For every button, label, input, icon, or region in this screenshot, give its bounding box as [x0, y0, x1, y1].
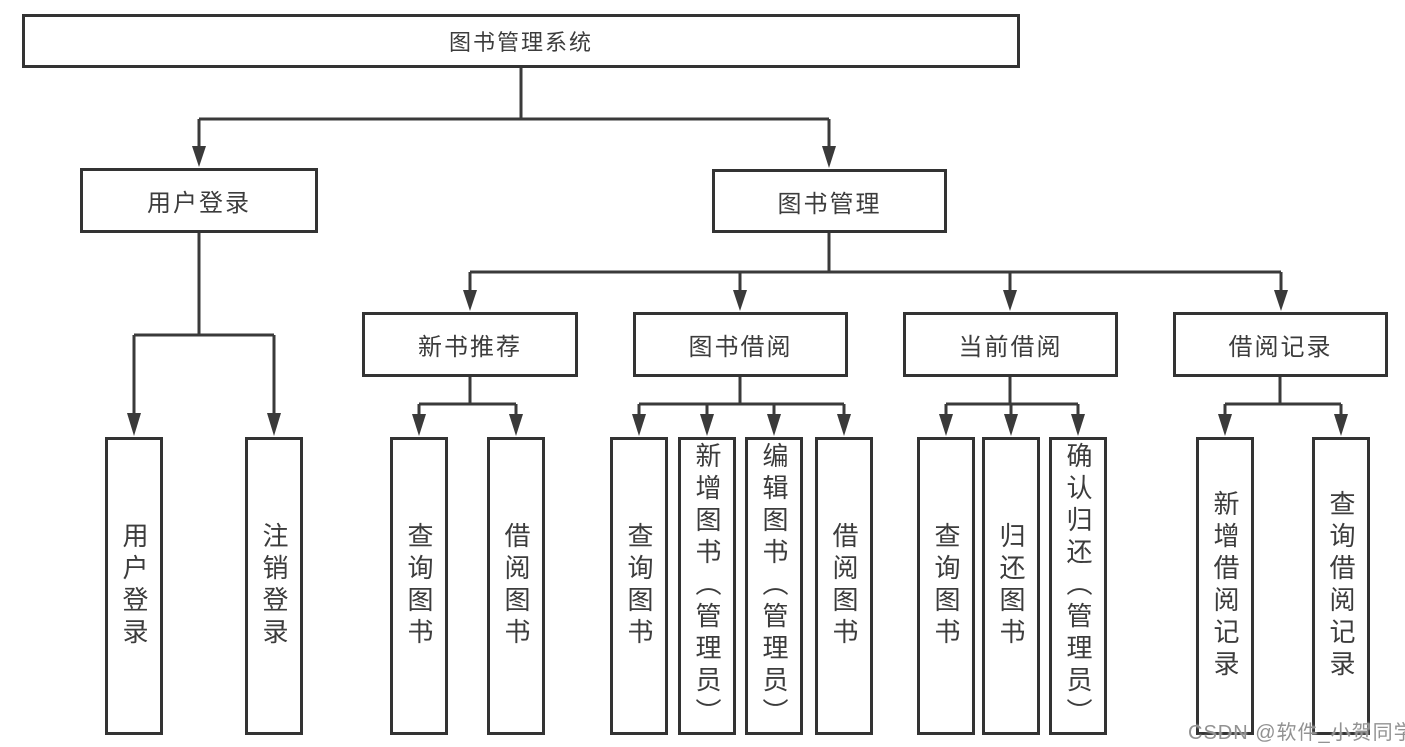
node-label: 图书借阅 — [688, 334, 793, 361]
node-label: 当前借阅 — [958, 334, 1063, 361]
node-new-book-recommendation: 新书推荐 — [362, 312, 578, 377]
node-borrowing-records: 借阅记录 — [1173, 312, 1388, 377]
leaf-label: 归还图书 — [996, 522, 1026, 650]
node-label: 用户登录 — [147, 190, 251, 217]
leaf-edit-book-admin: 编辑图书（管理员） — [745, 437, 803, 735]
leaf-label: 新增图书（管理员） — [692, 442, 722, 730]
csdn-watermark: CSDN @软件_小贺同学 — [1188, 722, 1405, 744]
leaf-user-login: 用户登录 — [105, 437, 163, 735]
leaf-label: 查询图书 — [404, 522, 434, 650]
leaf-label: 确认归还（管理员） — [1063, 442, 1093, 730]
node-label: 图书管理系统 — [448, 30, 593, 55]
leaf-borrow-books: 借阅图书 — [815, 437, 873, 735]
leaf-label: 查询图书 — [931, 522, 961, 650]
node-book-borrowing: 图书借阅 — [633, 312, 848, 377]
leaf-label: 新增借阅记录 — [1210, 490, 1240, 682]
leaf-borrow-books: 借阅图书 — [487, 437, 545, 735]
leaf-add-borrow-record: 新增借阅记录 — [1196, 437, 1254, 735]
leaf-add-book-admin: 新增图书（管理员） — [678, 437, 736, 735]
leaf-label: 查询借阅记录 — [1326, 490, 1356, 682]
leaf-label: 注销登录 — [259, 522, 289, 650]
leaf-label: 借阅图书 — [829, 522, 859, 650]
leaf-label: 查询图书 — [624, 522, 654, 650]
leaf-logout: 注销登录 — [245, 437, 303, 735]
leaf-query-books: 查询图书 — [390, 437, 448, 735]
leaf-query-borrow-record: 查询借阅记录 — [1312, 437, 1370, 735]
node-label: 借阅记录 — [1228, 334, 1333, 361]
leaf-query-books: 查询图书 — [917, 437, 975, 735]
node-label: 新书推荐 — [418, 334, 522, 361]
leaf-query-books: 查询图书 — [610, 437, 668, 735]
node-book-management: 图书管理 — [712, 169, 947, 233]
node-current-borrowing: 当前借阅 — [903, 312, 1118, 377]
leaf-label: 借阅图书 — [501, 522, 531, 650]
node-library-management-system: 图书管理系统 — [22, 14, 1020, 68]
node-user-login: 用户登录 — [80, 168, 318, 233]
leaf-confirm-return-admin: 确认归还（管理员） — [1049, 437, 1107, 735]
leaf-return-books: 归还图书 — [982, 437, 1040, 735]
leaf-label: 编辑图书（管理员） — [759, 442, 789, 730]
node-label: 图书管理 — [777, 190, 882, 218]
leaf-label: 用户登录 — [119, 522, 149, 650]
